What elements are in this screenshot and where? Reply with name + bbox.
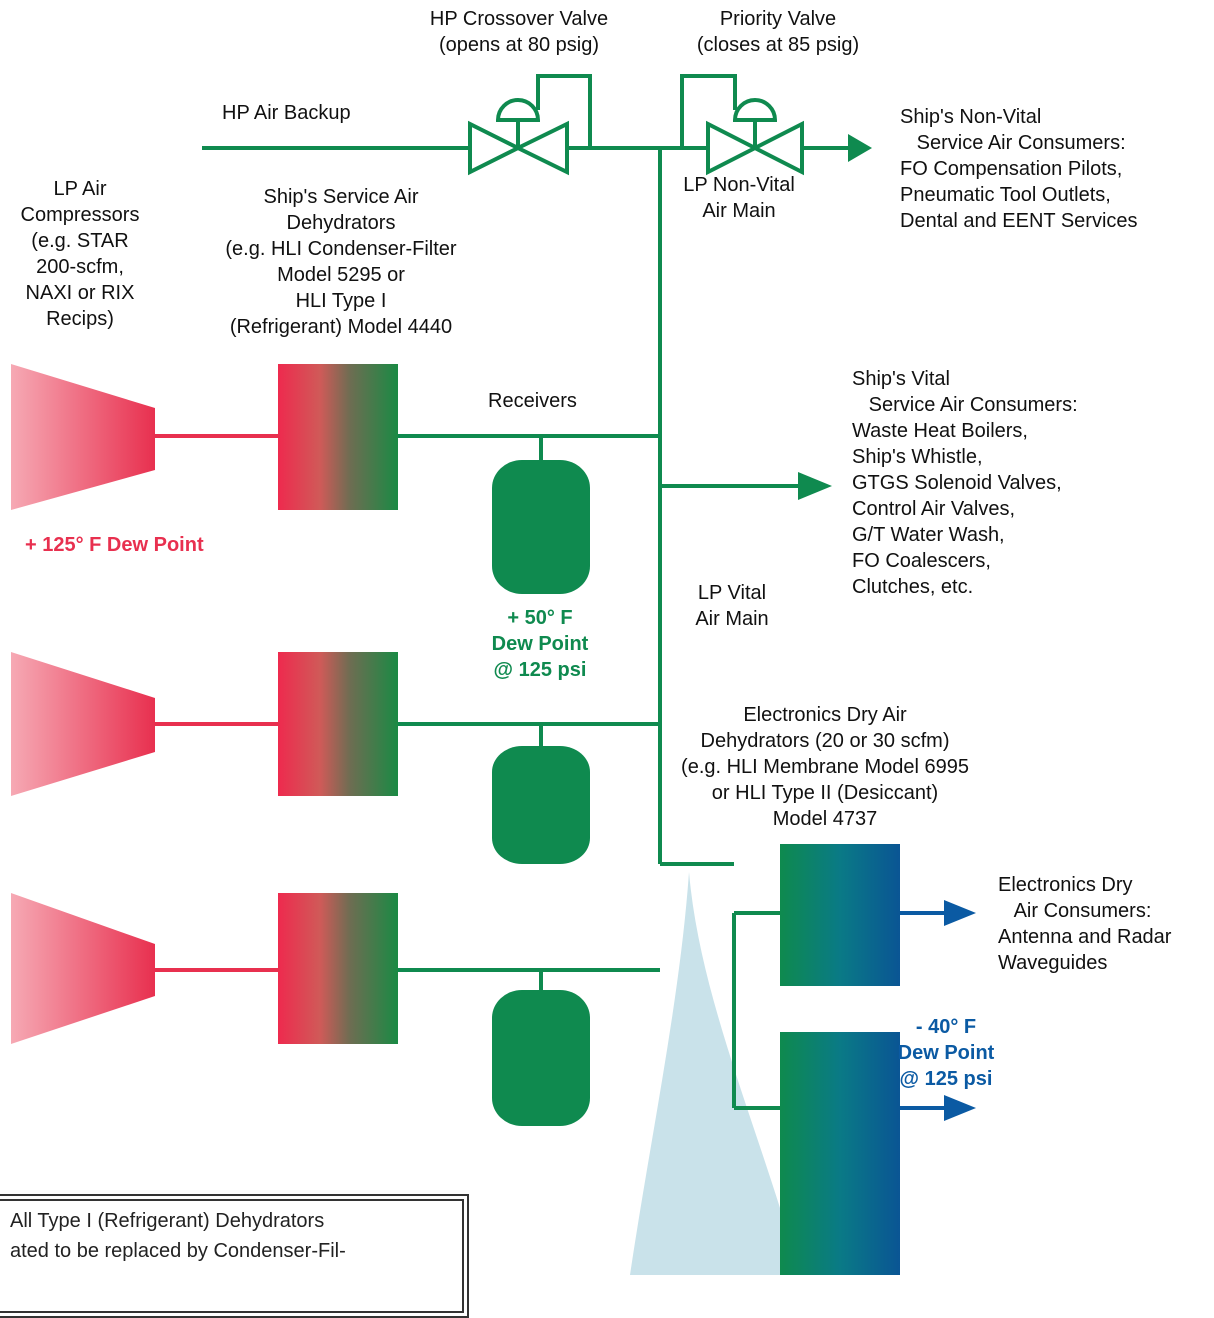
air-receiver	[492, 746, 590, 864]
compressor-train-3	[11, 893, 660, 1126]
dew-point-125-label: + 125° F Dew Point	[25, 534, 204, 556]
lp-air-compressors-label: LP Air Compressors (e.g. STAR 200-scfm, …	[20, 178, 140, 330]
lp-vital-air-main	[658, 148, 800, 1110]
service-dehydrator	[278, 893, 398, 1044]
priority-valve	[680, 74, 804, 176]
electronics-dehydrators-label: Electronics Dry Air Dehydrators (20 or 3…	[681, 704, 969, 830]
hp-crossover-valve-label: HP Crossover Valve (opens at 80 psig)	[429, 8, 609, 56]
lp-non-vital-main-label: LP Non-Vital Air Main	[683, 174, 795, 222]
hp-air-backup-label: HP Air Backup	[222, 102, 351, 124]
note-text: All Type I (Refrigerant) Dehydrators ate…	[10, 1210, 346, 1262]
service-dehydrator	[278, 364, 398, 510]
lp-compressor	[11, 893, 155, 1044]
compressed-air-system-diagram	[11, 74, 976, 1275]
electronics-dehydrator-1	[780, 844, 976, 986]
lp-compressor	[11, 364, 155, 510]
lp-compressor	[11, 652, 155, 796]
watermark-mast	[669, 1150, 681, 1275]
electronics-consumers-label: Electronics Dry Air Consumers: Antenna a…	[998, 874, 1172, 974]
priority-valve-label: Priority Valve (closes at 85 psig)	[696, 8, 860, 56]
note-box: All Type I (Refrigerant) Dehydrators ate…	[0, 1194, 469, 1318]
lp-vital-main-label: LP Vital Air Main	[695, 582, 769, 630]
watermark-sail	[630, 872, 800, 1275]
receivers-label: Receivers	[488, 390, 577, 412]
service-dehydrator	[278, 652, 398, 796]
vital-consumers-label: Ship's Vital Service Air Consumers: Wast…	[852, 368, 1078, 598]
electronics-dehydrator-2	[780, 1032, 976, 1275]
compressor-train-2	[11, 652, 660, 864]
vital-arrow-head	[798, 472, 832, 500]
non-vital-arrow-head	[848, 134, 872, 162]
air-receiver	[492, 460, 590, 594]
non-vital-consumers-label: Ship's Non-Vital Service Air Consumers: …	[900, 106, 1138, 232]
dew-point-50-label: + 50° F Dew Point @ 125 psi	[491, 607, 589, 681]
air-receiver	[492, 990, 590, 1126]
compressor-train-1	[11, 364, 660, 594]
hp-crossover-valve	[468, 74, 592, 176]
dew-point-minus40-label: - 40° F Dew Point @ 125 psi	[897, 1016, 995, 1090]
service-dehydrators-label: Ship's Service Air Dehydrators (e.g. HLI…	[225, 186, 457, 338]
